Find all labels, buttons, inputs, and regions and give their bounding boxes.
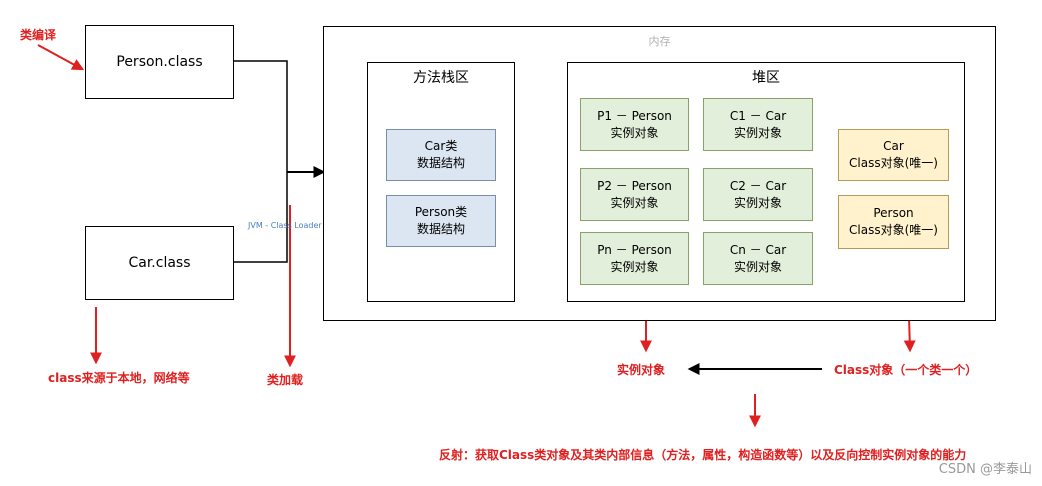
person-structure-line1: Person类 bbox=[414, 205, 468, 219]
instance-cn-line1: Cn － Car bbox=[729, 242, 787, 257]
class-object-label: Class对象（一个类一个） bbox=[834, 363, 978, 377]
instance-c1-line1: C1 － Car bbox=[729, 108, 787, 123]
class-source-label: class来源于本地，网络等 bbox=[48, 371, 190, 385]
person-structure-line2: 数据结构 bbox=[416, 222, 465, 236]
instance-pn-line1: Pn － Person bbox=[597, 242, 672, 257]
instance-c2-line2: 实例对象 bbox=[733, 195, 782, 210]
instance-p2: P2 － Person 实例对象 bbox=[580, 168, 689, 221]
instance-c2-line1: C2 － Car bbox=[729, 178, 787, 193]
car-structure-line2: 数据结构 bbox=[416, 156, 465, 170]
person-class-structure: Person类 数据结构 bbox=[386, 195, 496, 247]
instance-pn-line2: 实例对象 bbox=[610, 259, 659, 274]
instance-p1-line1: P1 － Person bbox=[597, 108, 672, 123]
car-class-label: Car.class bbox=[128, 255, 191, 271]
person-class-label: Person.class bbox=[116, 54, 203, 70]
car-to-loader-line bbox=[234, 172, 288, 263]
watermark: CSDN @李泰山 bbox=[938, 462, 1032, 477]
instance-c1-line2: 实例对象 bbox=[733, 125, 782, 140]
reflection-label: 反射：获取Class类对象及其类内部信息（方法，属性，构造函数等）以及反向控制实… bbox=[439, 448, 967, 462]
instance-cn: Cn － Car 实例对象 bbox=[703, 232, 813, 285]
car-class-structure: Car类 数据结构 bbox=[386, 129, 496, 181]
person-class-file: Person.class bbox=[85, 25, 234, 99]
instance-object-label: 实例对象 bbox=[617, 363, 666, 377]
instance-p1: P1 － Person 实例对象 bbox=[580, 98, 689, 151]
instance-c1: C1 － Car 实例对象 bbox=[703, 98, 813, 151]
person-class-object-line2: Class对象(唯一) bbox=[849, 223, 938, 237]
class-loader-label: JVM - Class Loader bbox=[248, 221, 322, 230]
instance-cn-line2: 实例对象 bbox=[733, 259, 782, 274]
car-class-object: Car Class对象(唯一) bbox=[838, 129, 949, 181]
compile-arrow bbox=[37, 44, 85, 71]
person-class-object-line1: Person bbox=[873, 206, 914, 220]
memory-title: 内存 bbox=[648, 35, 671, 48]
class-load-label: 类加载 bbox=[267, 373, 304, 387]
person-to-loader-line bbox=[234, 60, 288, 172]
car-class-file: Car.class bbox=[85, 226, 234, 300]
car-class-object-line1: Car bbox=[883, 139, 904, 153]
method-area-title: 方法栈区 bbox=[413, 70, 469, 86]
car-class-object-line2: Class对象(唯一) bbox=[849, 156, 938, 170]
car-structure-line1: Car类 bbox=[424, 139, 458, 153]
instance-p1-line2: 实例对象 bbox=[610, 125, 659, 140]
instance-p2-line2: 实例对象 bbox=[610, 195, 659, 210]
person-class-object: Person Class对象(唯一) bbox=[838, 195, 949, 249]
instance-pn: Pn － Person 实例对象 bbox=[580, 232, 689, 285]
method-area: 方法栈区 bbox=[367, 62, 515, 302]
compile-label: 类编译 bbox=[20, 28, 57, 42]
instance-c2: C2 － Car 实例对象 bbox=[703, 168, 813, 221]
heap-area-title: 堆区 bbox=[752, 70, 780, 86]
instance-p2-line1: P2 － Person bbox=[597, 178, 672, 193]
